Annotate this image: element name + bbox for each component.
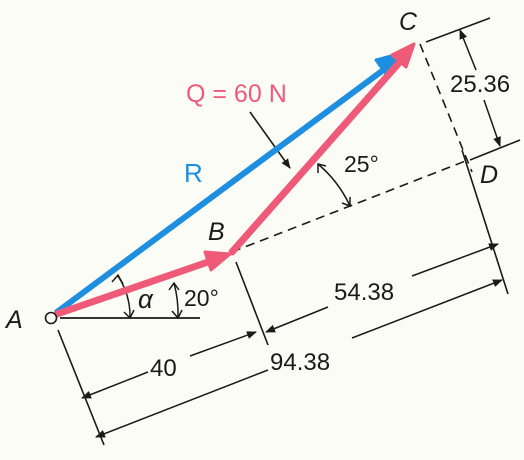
point-c-label: C (399, 8, 418, 36)
extension-line-a (57, 329, 105, 446)
dimension-line-bd-right (411, 243, 499, 277)
dimension-line-ad-left (95, 369, 269, 438)
dimension-bd-label: 54.38 (334, 279, 394, 306)
angle-25-arrow-top (317, 163, 327, 173)
force-q-arrowhead (390, 42, 416, 69)
point-b-label: B (208, 218, 225, 246)
angle-20-arrow-bottom (171, 309, 183, 320)
angle-alpha-label: α (138, 284, 154, 314)
extension-line-b (235, 261, 269, 346)
dimension-ad-label: 94.38 (270, 349, 330, 376)
dashed-perpendicular-cd (419, 43, 473, 173)
angle-alpha-arc (117, 275, 131, 319)
point-d-label: D (480, 161, 498, 189)
extension-line-d (461, 149, 509, 295)
q-label-leader (249, 111, 291, 169)
dimension-line-ad-right (351, 279, 503, 339)
dimension-line-cd-top (459, 29, 477, 71)
vector-q-label: Q = 60 N (186, 80, 287, 108)
angle-alpha-arrow-top (111, 273, 124, 285)
dimension-line-cd-bottom (483, 99, 501, 147)
dimension-line-ab-left (81, 371, 149, 399)
extension-line-c-top (425, 17, 491, 43)
angle-20-arrow-top (168, 281, 180, 291)
dimension-line-ab-right (189, 331, 257, 357)
angle-25-arc (317, 163, 351, 207)
dimension-line-bd-left (265, 306, 329, 333)
point-a-label: A (4, 306, 23, 334)
angle-20-label: 20° (184, 285, 219, 311)
extension-line-d-right (469, 139, 521, 161)
angle-25-label: 25° (344, 151, 379, 177)
force-ab-arrowhead (203, 250, 232, 272)
force-vector-q (228, 60, 402, 256)
resultant-vector-r (54, 65, 389, 315)
angle-alpha-arrow-bottom (123, 309, 135, 320)
force-vector-ab (53, 258, 212, 318)
angle-25-arrow-bottom (341, 197, 351, 208)
dimension-cd-label: 25.36 (450, 71, 510, 98)
vector-r-label: R (184, 158, 203, 188)
dimension-ab-label: 40 (150, 355, 177, 382)
point-a-pin (44, 311, 58, 325)
